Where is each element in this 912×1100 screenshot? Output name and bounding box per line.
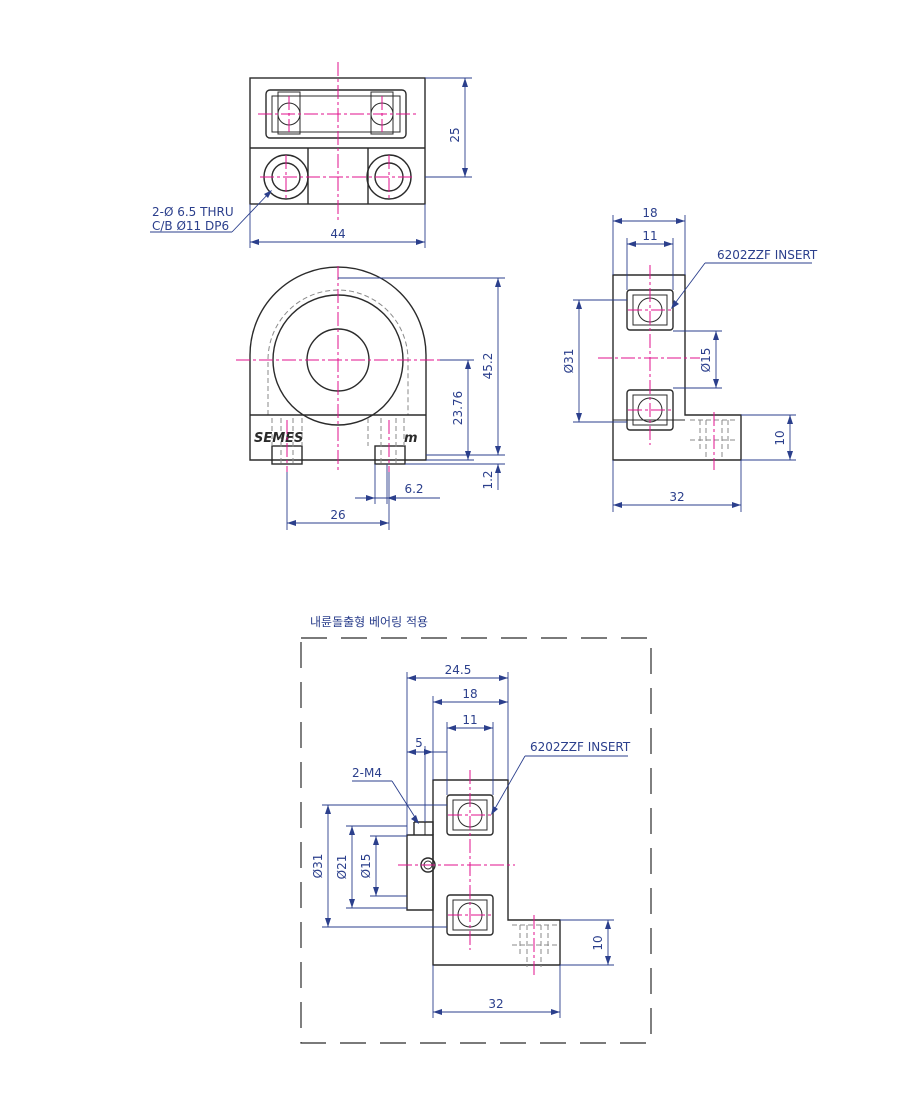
detail-frame	[300, 637, 652, 1044]
dim-side-outer-dia: Ø31	[562, 349, 576, 374]
dim-side-inner-dia: Ø15	[699, 348, 713, 373]
dim-center-height: 23.76	[451, 391, 465, 425]
detail-bearing-callout: 6202ZZF INSERT	[530, 740, 631, 754]
dim-slot-width: 6.2	[404, 482, 423, 496]
top-view: 25 44 2-Ø 6.5 THRU C/B Ø11 DP6	[150, 62, 472, 248]
hole-note-line1: 2-Ø 6.5 THRU	[152, 205, 234, 219]
dim-side-base-length: 32	[669, 490, 684, 504]
front-view: SEMES m 45.2 23.76 1.2 6.2	[236, 266, 505, 530]
dim-detail-inner-width: 11	[462, 713, 477, 727]
detail-view: 내륜돌출형 베어링 적용 24.5	[300, 615, 652, 1044]
hole-note-line2: C/B Ø11 DP6	[152, 219, 229, 233]
dim-detail-dia15: Ø15	[359, 854, 373, 879]
front-view-outline	[249, 266, 427, 461]
dim-base-offset: 1.2	[481, 470, 495, 489]
dim-detail-width: 18	[462, 687, 477, 701]
dim-detail-protrusion: 5	[415, 736, 423, 750]
inner-ring-protrusion	[406, 834, 434, 911]
dim-side-base-height: 10	[773, 430, 787, 445]
dim-detail-base-height: 10	[591, 935, 605, 950]
semes-logo: SEMES	[254, 431, 303, 446]
side-bearing-callout: 6202ZZF INSERT	[717, 248, 818, 262]
tap-note: 2-M4	[352, 766, 382, 780]
dim-side-inner-width: 11	[642, 229, 657, 243]
dim-top-height: 25	[448, 127, 462, 142]
detail-title: 내륜돌출형 베어링 적용	[310, 615, 428, 629]
dim-front-height: 45.2	[481, 353, 495, 380]
dim-top-width: 44	[330, 227, 345, 241]
dim-detail-total-width: 24.5	[445, 663, 472, 677]
dim-side-width: 18	[642, 206, 657, 220]
side-view: 18 11 6202ZZF INSERT Ø31 Ø15 10	[562, 206, 818, 512]
dim-detail-dia21: Ø21	[335, 855, 349, 880]
logo-suffix: m	[404, 431, 418, 446]
dim-hole-spacing: 26	[330, 508, 345, 522]
dim-detail-base-length: 32	[488, 997, 503, 1011]
dim-detail-dia31: Ø31	[311, 854, 325, 879]
